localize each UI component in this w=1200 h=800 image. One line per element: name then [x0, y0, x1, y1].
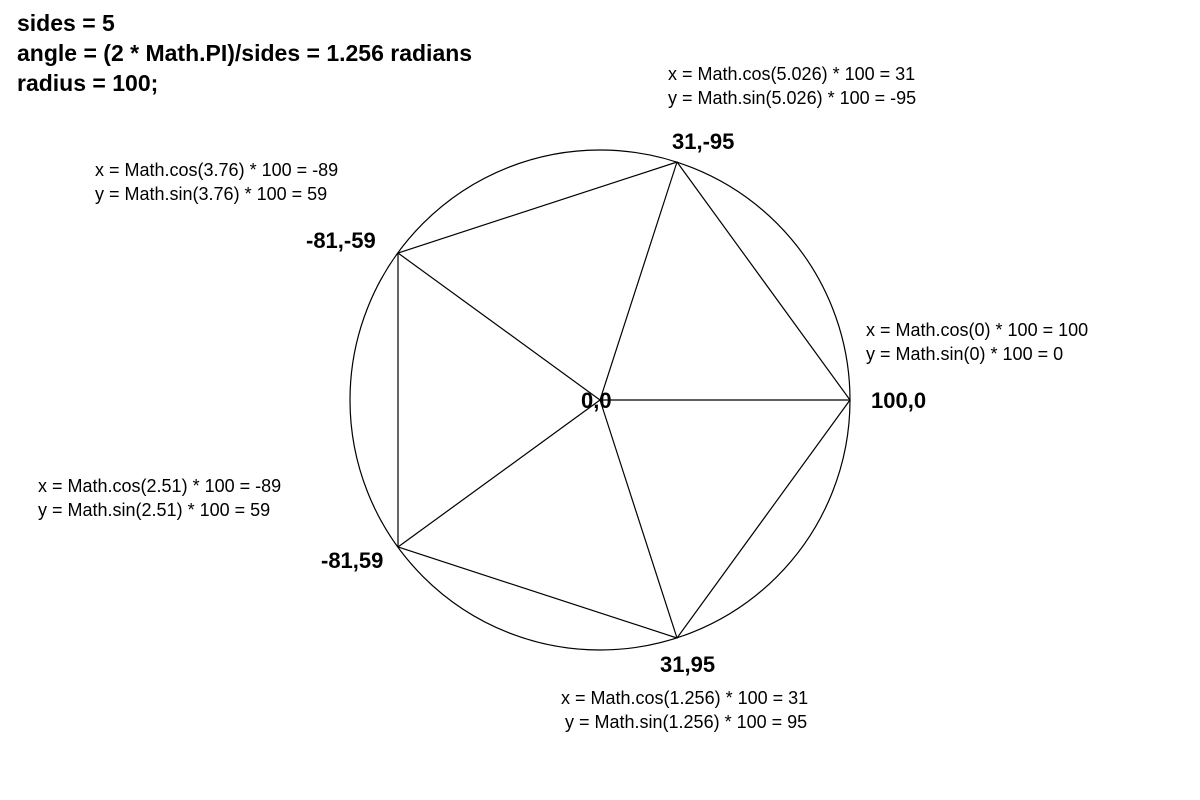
center-label: 0,0 [581, 388, 612, 413]
vertex-note-y-3: y = Math.sin(3.76) * 100 = 59 [95, 184, 328, 204]
vertex-note-y-4: y = Math.sin(5.026) * 100 = -95 [668, 88, 917, 108]
vertex-label-3: -81,-59 [306, 228, 376, 253]
vertex-label-4: 31,-95 [672, 129, 735, 154]
spoke-4 [599, 161, 678, 401]
spoke-3 [397, 252, 601, 401]
pentagon-outline [397, 161, 851, 639]
spoke-1 [599, 399, 678, 639]
vertex-label-1: 31,95 [660, 652, 716, 677]
vertex-note-x-4: x = Math.cos(5.026) * 100 = 31 [668, 64, 916, 84]
vertex-label-2: -81,59 [321, 548, 384, 573]
vertex-label-0: 100,0 [871, 388, 927, 413]
vertex-note-x-2: x = Math.cos(2.51) * 100 = -89 [38, 476, 282, 496]
spoke-2 [397, 399, 601, 548]
vertex-note-x-3: x = Math.cos(3.76) * 100 = -89 [95, 160, 339, 180]
vertex-note-x-1: x = Math.cos(1.256) * 100 = 31 [561, 688, 809, 708]
radius-line: radius = 100; [17, 70, 159, 96]
vertex-note-x-0: x = Math.cos(0) * 100 = 100 [866, 320, 1089, 340]
vertex-note-y-0: y = Math.sin(0) * 100 = 0 [866, 344, 1064, 364]
vertex-note-y-2: y = Math.sin(2.51) * 100 = 59 [38, 500, 271, 520]
angle-line: angle = (2 * Math.PI)/sides = 1.256 radi… [17, 40, 473, 66]
vertex-note-y-1: y = Math.sin(1.256) * 100 = 95 [565, 712, 808, 732]
sides-line: sides = 5 [17, 10, 115, 36]
